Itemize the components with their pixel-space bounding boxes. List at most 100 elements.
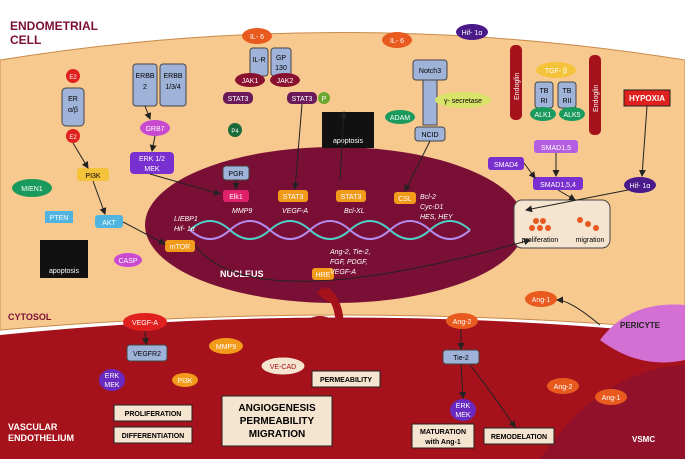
svg-text:E2: E2: [69, 75, 77, 81]
pericyte-label: PERICYTE: [620, 321, 661, 330]
proliferation-migration-box: proliferation migration: [513, 199, 611, 249]
svg-text:TGF- β: TGF- β: [545, 68, 567, 75]
svg-text:ERK: ERK: [105, 373, 120, 380]
gamma-secretase: γ- secretase: [435, 92, 491, 108]
pi3k: PI3K: [77, 168, 109, 181]
svg-text:HYPOXIA: HYPOXIA: [629, 94, 665, 103]
permeability-box: PERMEABILITY: [311, 370, 381, 388]
svg-text:JAK1: JAK1: [242, 78, 259, 85]
pericyte-cell-shape: [297, 286, 345, 340]
svg-text:CSL: CSL: [398, 196, 412, 203]
stat3-cyto-right: STAT3: [287, 92, 317, 104]
alk5: ALK5: [559, 107, 585, 121]
akt: AKT: [95, 215, 123, 228]
svg-text:SMAD1,5,4: SMAD1,5,4: [540, 182, 576, 189]
svg-text:Elk1: Elk1: [229, 194, 243, 201]
jak1: JAK1: [235, 73, 265, 87]
svg-text:Hif- 1α: Hif- 1α: [462, 30, 483, 37]
ve-cad: VE-CAD: [260, 356, 306, 376]
svg-text:SMAD4: SMAD4: [494, 162, 518, 169]
stat3-target-1: VEGF-A: [282, 208, 308, 215]
svg-text:apoptosis: apoptosis: [49, 268, 79, 275]
erk-mek-endo-left: ERK MEK: [99, 369, 125, 391]
alk1: ALK1: [530, 107, 556, 121]
svg-text:STAT3: STAT3: [292, 96, 313, 103]
svg-text:MATURATION: MATURATION: [420, 429, 466, 436]
stat3-cyto-left: STAT3: [223, 92, 253, 104]
svg-text:MIGRATION: MIGRATION: [249, 429, 305, 440]
stat3-nuc-2: STAT3: [336, 190, 366, 202]
svg-text:STAT3: STAT3: [283, 194, 304, 201]
svg-text:Endoglin: Endoglin: [514, 73, 521, 100]
mtor: mTOR: [165, 240, 195, 252]
pgr: PGR: [222, 165, 250, 181]
svg-text:1/3/4: 1/3/4: [165, 84, 181, 91]
erk-mek-cyto: ERK 1/2 MEK: [130, 152, 174, 174]
svg-text:Ang-2: Ang-2: [453, 319, 472, 326]
svg-text:Ang-1: Ang-1: [532, 297, 551, 304]
svg-text:STAT3: STAT3: [228, 96, 249, 103]
vegfa: VEGF-A: [123, 313, 167, 331]
tie2: Tie-2: [442, 349, 480, 365]
svg-text:DIFFERENTIATION: DIFFERENTIATION: [122, 433, 184, 440]
svg-text:migration: migration: [576, 237, 605, 244]
vegfr2: VEGFR2: [126, 344, 168, 362]
phosphate: P: [318, 92, 330, 104]
grb7: GRB7: [140, 120, 170, 136]
svg-text:Notch3: Notch3: [419, 68, 441, 75]
signal-arrows: [72, 103, 648, 428]
svg-text:PERMEABILITY: PERMEABILITY: [240, 416, 315, 427]
svg-text:ADAM: ADAM: [390, 115, 410, 122]
svg-text:Ang-1: Ang-1: [602, 395, 621, 402]
svg-text:Tie-2: Tie-2: [453, 355, 469, 362]
svg-text:apoptosis: apoptosis: [333, 138, 363, 145]
svg-text:TB: TB: [540, 88, 549, 95]
ang2-cyto: Ang-2: [446, 313, 478, 329]
svg-text:ER: ER: [68, 96, 78, 103]
tgf-beta: TGF- β: [536, 62, 576, 78]
svg-text:MEK: MEK: [144, 166, 160, 173]
svg-text:MIEN1: MIEN1: [21, 186, 43, 193]
svg-text:ERK: ERK: [456, 403, 471, 410]
differentiation-box: DIFFERENTIATION: [113, 426, 193, 444]
casp: CASP: [114, 253, 142, 267]
svg-text:STAT3: STAT3: [341, 194, 362, 201]
svg-text:NCID: NCID: [421, 132, 438, 139]
gp130-receptor: GP 130: [270, 47, 292, 77]
ncid: NCID: [414, 126, 446, 142]
svg-text:mTOR: mTOR: [170, 244, 190, 251]
svg-text:PI3K: PI3K: [177, 378, 193, 385]
endoglin-left: Endoglin: [510, 45, 522, 120]
erbb2-receptor: ERBB 2: [132, 63, 158, 107]
smad4: SMAD4: [488, 157, 524, 170]
svg-text:PERMEABILITY: PERMEABILITY: [320, 377, 372, 384]
svg-text:RII: RII: [563, 98, 572, 105]
svg-text:IL- 6: IL- 6: [390, 38, 404, 45]
svg-text:PROLIFERATION: PROLIFERATION: [125, 411, 182, 418]
svg-text:Endoglin: Endoglin: [593, 85, 600, 112]
pericyte: [600, 304, 685, 363]
svg-text:AKT: AKT: [102, 220, 116, 227]
svg-text:JAK2: JAK2: [277, 78, 294, 85]
svg-text:2: 2: [143, 84, 147, 91]
smad154: SMAD1,5,4: [533, 177, 583, 190]
mmp9: MMP9: [209, 338, 243, 354]
svg-text:GRB7: GRB7: [145, 126, 164, 133]
svg-text:IL-R: IL-R: [252, 57, 265, 64]
stat3-target-2: Bcl-XL: [344, 208, 365, 215]
e2-ligand-top: E2: [66, 69, 80, 83]
svg-text:ANGIOGENESIS: ANGIOGENESIS: [238, 403, 316, 414]
tbrii-receptor: TB RII: [557, 81, 577, 109]
tbri-receptor: TB RI: [534, 81, 554, 109]
jak2: JAK2: [270, 73, 300, 87]
svg-text:proliferation: proliferation: [522, 237, 559, 244]
svg-text:MEK: MEK: [104, 382, 120, 389]
nucleus: [145, 147, 525, 303]
adam: ADAM: [385, 110, 415, 124]
apoptosis-center: apoptosis: [322, 112, 374, 148]
svg-text:P4: P4: [231, 129, 239, 135]
